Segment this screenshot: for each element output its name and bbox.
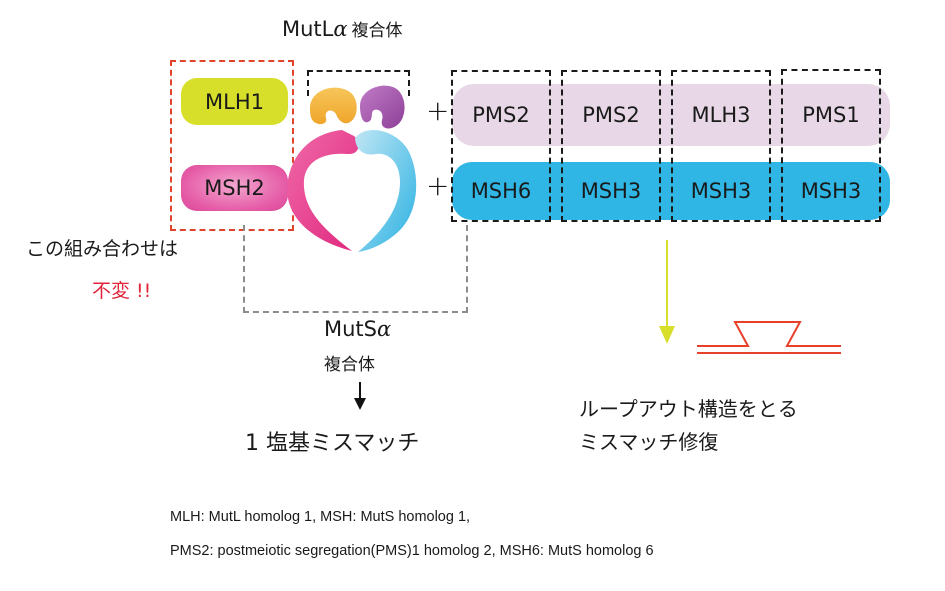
- legend-line2: PMS2: postmeiotic segregation(PMS)1 homo…: [170, 543, 654, 559]
- orange-subunit-shape: [310, 87, 357, 125]
- protein-msh2: MSH2: [181, 165, 288, 211]
- title-suffix: 複合体: [351, 21, 403, 41]
- loop-out-structure-icon: [697, 321, 841, 354]
- pink-clamp-shape: [287, 130, 359, 251]
- mutsa-name: MutS: [324, 317, 377, 341]
- partner-column-box: [671, 70, 771, 222]
- title-main: MutL: [282, 17, 334, 41]
- partner-bottom-label: MSH3: [690, 179, 752, 203]
- protein-label: MLH1: [205, 89, 264, 114]
- purple-subunit-shape: [360, 85, 405, 129]
- mismatch-repair-complex-illustration: [287, 85, 417, 252]
- partner-top-label: PMS1: [802, 103, 860, 127]
- partner-bottom-label: MSH3: [800, 179, 862, 203]
- partner-bottom-label: MSH6: [470, 179, 532, 203]
- mutsa-alpha: α: [377, 317, 392, 341]
- mutsa-title: MutSα: [324, 317, 391, 341]
- partner-top-label: PMS2: [472, 103, 530, 127]
- protein-mlh1: MLH1: [181, 78, 288, 125]
- loopout-label-line1: ループアウト構造をとる: [579, 397, 798, 421]
- invariant-emphasis: 不変 !!: [92, 280, 152, 302]
- partner-column-box: [451, 70, 551, 222]
- invariant-group-box: [170, 60, 294, 231]
- partner-bottom-label: MSH3: [580, 179, 642, 203]
- plus-sign: +: [426, 169, 450, 202]
- partner-top-label: MLH3: [691, 103, 751, 127]
- legend-line1: MLH: MutL homolog 1, MSH: MutS homolog 1…: [170, 509, 471, 525]
- blue-clamp-shape: [355, 129, 417, 252]
- partner-column-box: [561, 70, 661, 222]
- loopout-label-line2: ミスマッチ修復: [579, 430, 719, 454]
- partner-column-box: [781, 69, 881, 222]
- partner-top-label: PMS2: [582, 103, 640, 127]
- mutsa-suffix: 複合体: [324, 355, 375, 375]
- title-alpha: α: [333, 17, 348, 41]
- mutsa-connector-box: [243, 225, 468, 313]
- single-base-mismatch-label: 1 塩基ミスマッチ: [245, 431, 420, 456]
- protein-label: MSH2: [204, 176, 265, 200]
- invariant-note: この組み合わせは: [26, 238, 179, 260]
- complex-bracket: [307, 70, 410, 96]
- plus-sign: +: [426, 94, 450, 127]
- down-arrow-icon: [354, 382, 366, 410]
- yellow-down-arrow-icon: [659, 240, 675, 344]
